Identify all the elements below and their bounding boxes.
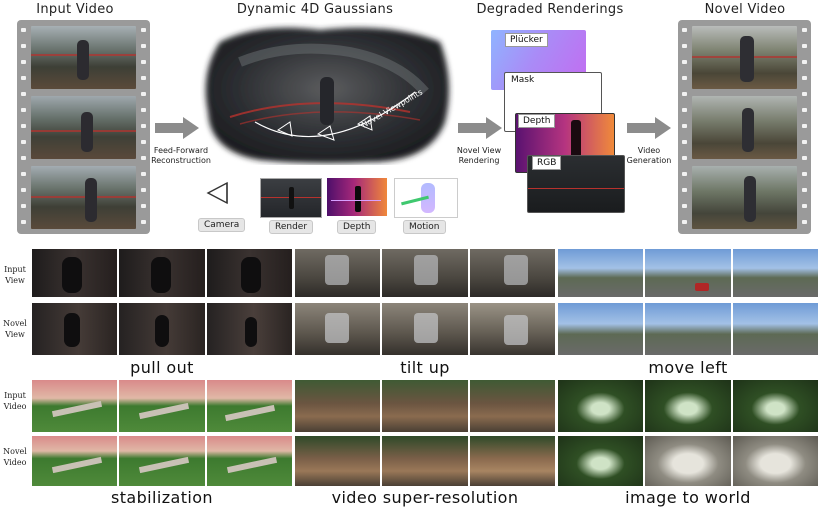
input-film-strip (17, 20, 150, 234)
gaussians-title: Dynamic 4D Gaussians (236, 2, 394, 17)
depth-thumb-label: Depth (337, 220, 377, 234)
novel-frame-3 (692, 166, 797, 229)
mask-card-label: Mask (507, 74, 539, 86)
stabilization-input-3 (207, 380, 292, 432)
rendering-label: Novel View Rendering (456, 146, 502, 165)
generation-arrow (627, 117, 671, 139)
image-to-world-novel-3 (733, 436, 818, 486)
super-res-novel-2 (382, 436, 468, 486)
pull-out-input-1 (32, 249, 117, 297)
pull-out-novel-3 (207, 303, 292, 355)
depth-thumb (327, 178, 387, 216)
image-to-world-novel-2 (645, 436, 731, 486)
caption-move-left: move left (648, 358, 728, 377)
image-to-world-novel-1 (558, 436, 643, 486)
novel-video-title: Novel Video (704, 2, 786, 17)
motion-thumb (394, 178, 458, 218)
camera-label: Camera (198, 218, 246, 232)
gaussian-scene (200, 22, 455, 165)
novel-frame-2 (692, 96, 797, 159)
move-left-input-1 (558, 249, 643, 297)
image-to-world-input-2 (645, 380, 731, 432)
caption-tilt-up: tilt up (400, 358, 450, 377)
input-frame-1 (31, 26, 136, 89)
super-res-novel-3 (470, 436, 555, 486)
super-res-novel-1 (295, 436, 380, 486)
input-video-title: Input Video (36, 2, 114, 17)
move-left-novel-3 (733, 303, 818, 355)
degraded-title: Degraded Renderings (476, 2, 624, 17)
caption-pull-out: pull out (130, 358, 194, 377)
reconstruction-label: Feed-Forward Reconstruction (151, 146, 211, 165)
pull-out-novel-1 (32, 303, 117, 355)
tilt-up-novel-2 (382, 303, 468, 355)
novel-film-strip (678, 20, 811, 234)
super-res-input-2 (382, 380, 468, 432)
caption-stabilization: stabilization (111, 488, 213, 507)
depth-card-label: Depth (518, 114, 556, 128)
super-res-input-3 (470, 380, 555, 432)
tilt-up-input-3 (470, 249, 555, 297)
rendering-arrow (458, 117, 502, 139)
caption-image-to-world: image to world (625, 488, 751, 507)
move-left-novel-1 (558, 303, 643, 355)
pull-out-novel-2 (119, 303, 205, 355)
input-frame-2 (31, 96, 136, 159)
novel-frame-1 (692, 26, 797, 89)
tilt-up-novel-3 (470, 303, 555, 355)
tilt-up-input-1 (295, 249, 380, 297)
move-left-input-2 (645, 249, 731, 297)
move-left-novel-2 (645, 303, 731, 355)
tilt-up-novel-1 (295, 303, 380, 355)
stabilization-novel-1 (32, 436, 117, 486)
super-res-input-1 (295, 380, 380, 432)
input-frame-3 (31, 166, 136, 229)
render-label: Render (269, 220, 314, 234)
move-left-input-3 (733, 249, 818, 297)
render-thumb (260, 178, 322, 218)
stabilization-input-2 (119, 380, 205, 432)
motion-label: Motion (403, 220, 446, 234)
image-to-world-input-3 (733, 380, 818, 432)
stabilization-input-1 (32, 380, 117, 432)
pull-out-input-2 (119, 249, 205, 297)
stabilization-novel-2 (119, 436, 205, 486)
reconstruction-arrow (155, 117, 199, 139)
tilt-up-input-2 (382, 249, 468, 297)
camera-frustum-icon (205, 180, 231, 206)
caption-super-resolution: video super-resolution (331, 488, 519, 507)
plucker-card-label: Plücker (505, 33, 548, 47)
image-to-world-input-1 (558, 380, 643, 432)
rgb-card-label: RGB (532, 156, 562, 170)
pull-out-input-3 (207, 249, 292, 297)
generation-label: Video Generation (626, 146, 672, 165)
stabilization-novel-3 (207, 436, 292, 486)
